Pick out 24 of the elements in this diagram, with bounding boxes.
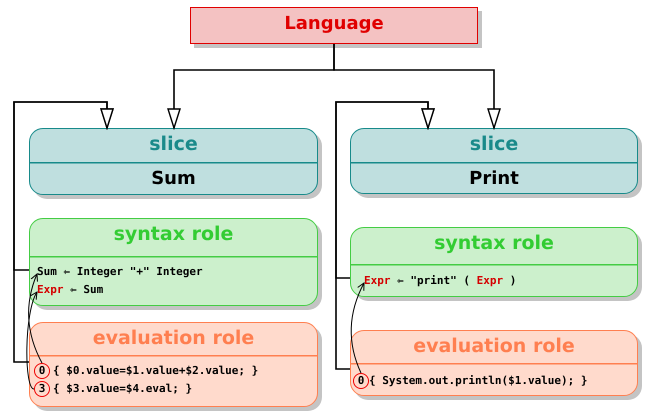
grammar-rule: Sum ⇽ Integer "+" Integer xyxy=(37,264,312,280)
circled-number: 0 xyxy=(34,363,50,379)
code-line: { $0.value=$1.value+$2.value; } xyxy=(53,363,258,379)
grammar-rule: Expr ⇽ "print" ( Expr ) xyxy=(364,273,624,289)
grammar-rule: Expr ⇽ Sum xyxy=(37,282,237,298)
slice-name: Sum xyxy=(150,168,197,189)
arrow xyxy=(350,282,365,374)
heading: slice xyxy=(468,133,520,155)
circled-number: 3 xyxy=(34,381,50,397)
heading: slice xyxy=(148,133,199,155)
heading: Language xyxy=(283,13,385,34)
heading: evaluation role xyxy=(92,327,256,349)
circled-number: 0 xyxy=(353,373,369,389)
arrow xyxy=(28,274,42,364)
heading: syntax role xyxy=(112,223,234,245)
arrow xyxy=(335,101,435,370)
slice-name: Print xyxy=(468,168,520,189)
arrow xyxy=(26,292,38,390)
heading: evaluation role xyxy=(412,335,576,357)
arrow xyxy=(13,101,114,363)
heading: syntax role xyxy=(433,232,555,254)
code-line: { System.out.println($1.value); } xyxy=(369,373,588,389)
arrow xyxy=(333,44,501,129)
code-line: { $3.value=$4.eval; } xyxy=(53,381,192,397)
